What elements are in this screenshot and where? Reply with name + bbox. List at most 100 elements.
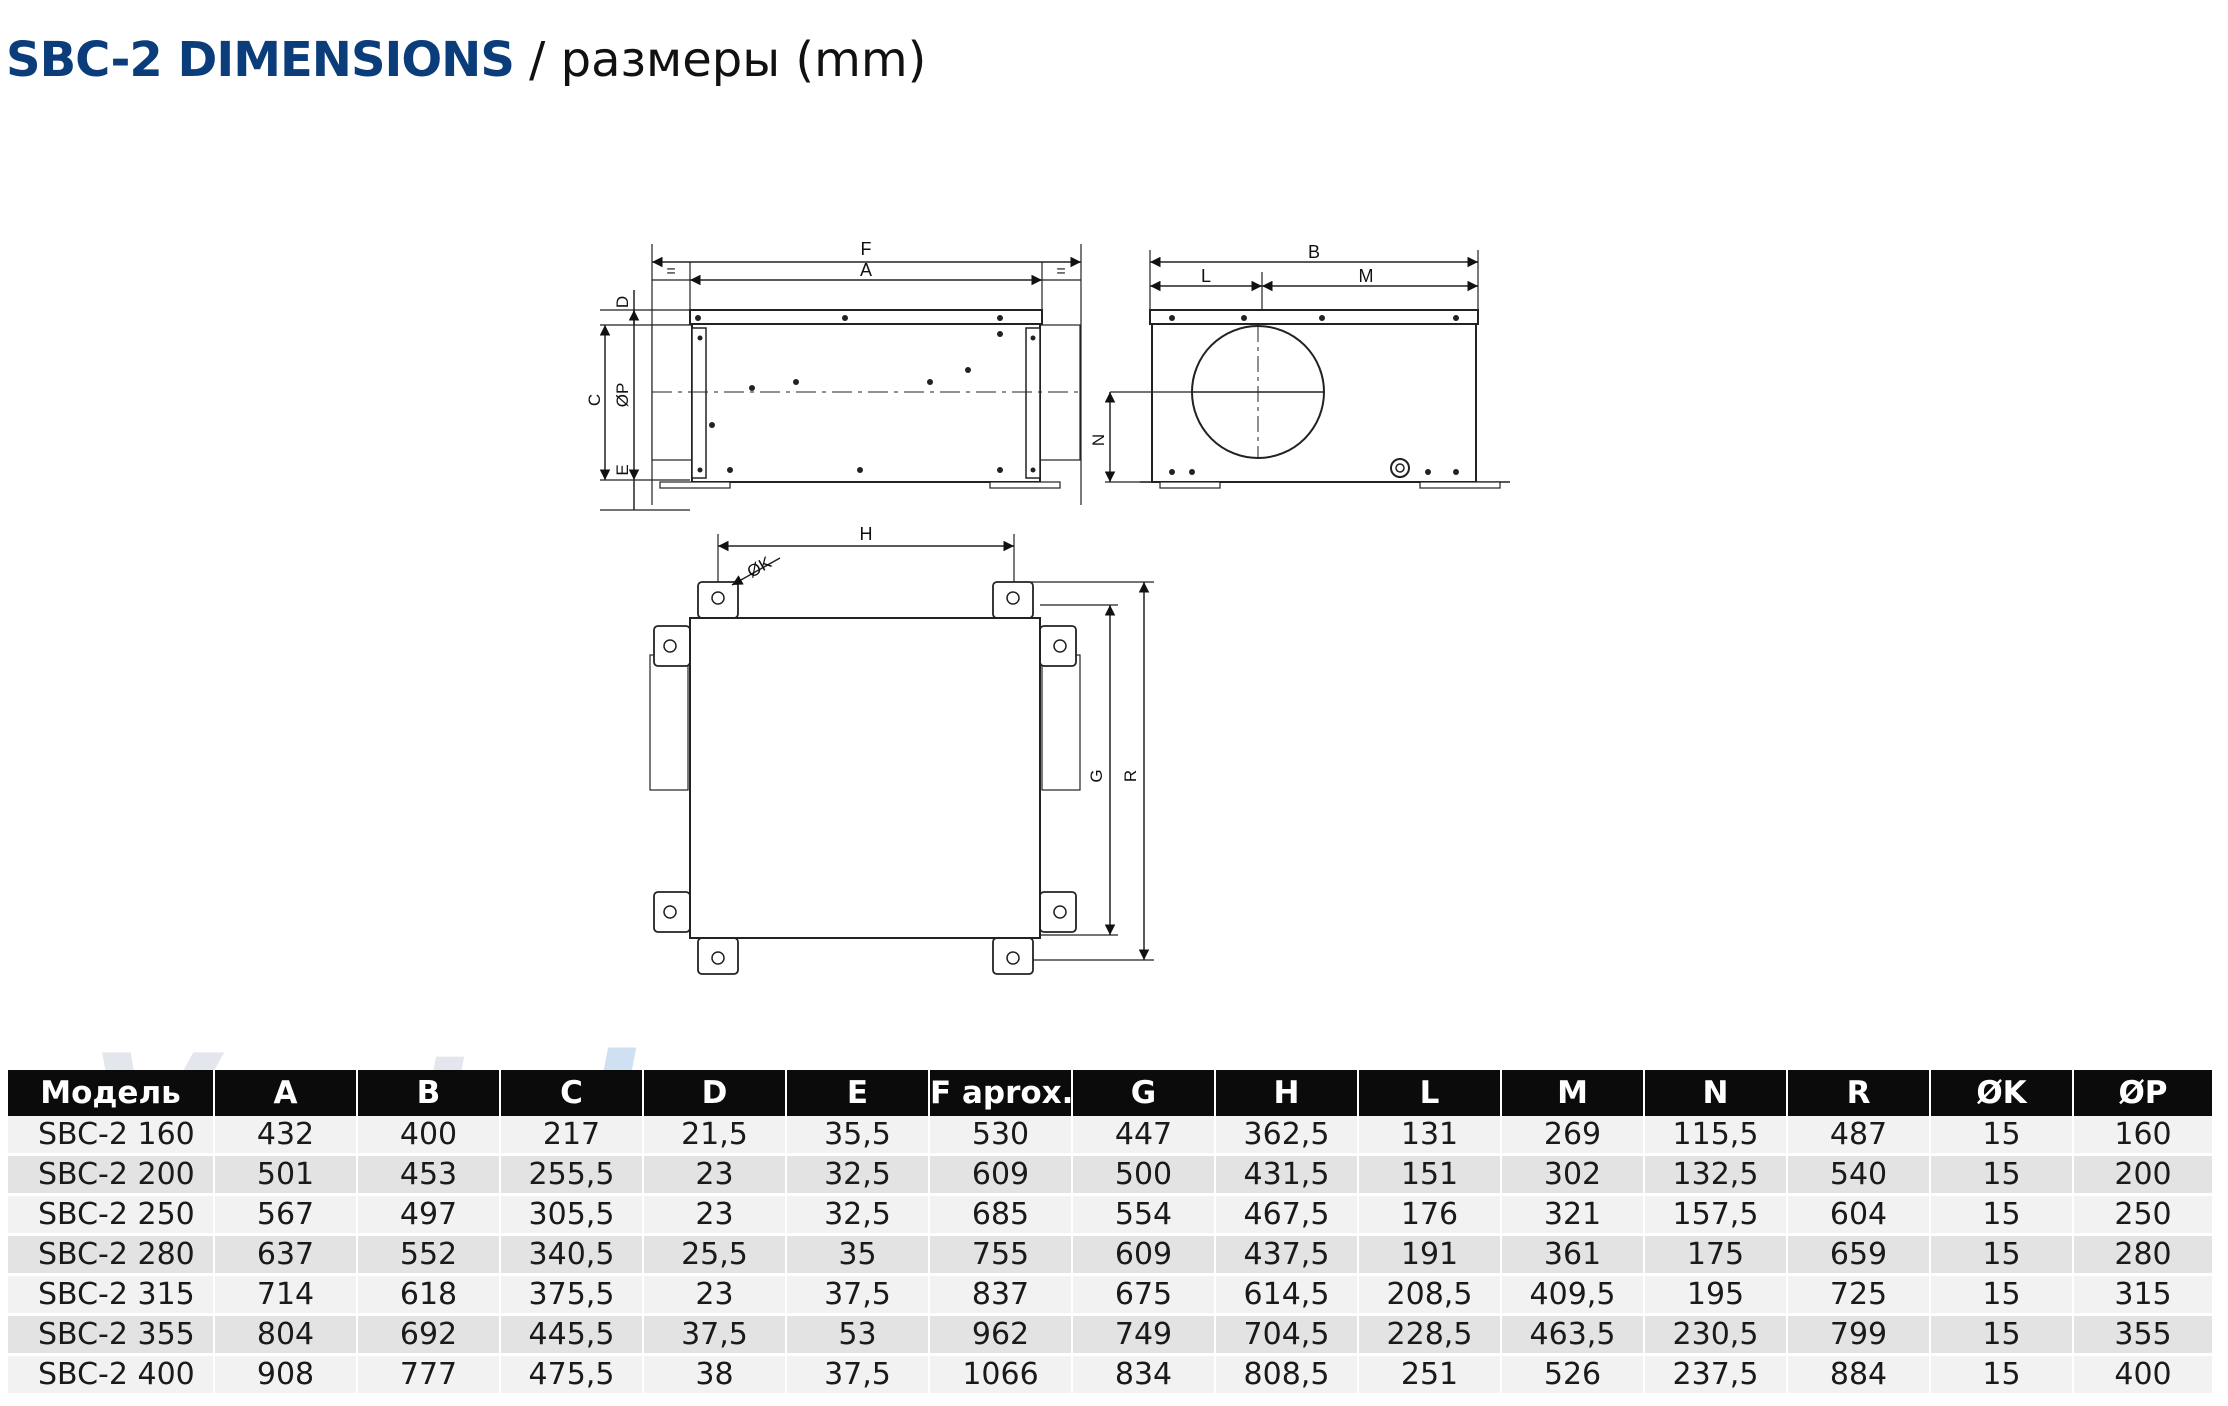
label-l: L [1201, 266, 1211, 286]
table-cell: 884 [1787, 1354, 1931, 1396]
table-cell: 191 [1358, 1234, 1502, 1276]
table-cell: 53 [786, 1314, 930, 1356]
table-cell: 208,5 [1358, 1274, 1502, 1316]
top-view-drawing [649, 534, 1154, 975]
table-cell: 132,5 [1644, 1154, 1788, 1196]
table-cell-model: SBC-2 250 [8, 1194, 215, 1236]
table-cell-model: SBC-2 160 [8, 1116, 215, 1156]
label-r: R [1121, 770, 1140, 782]
header-model: Модель [8, 1070, 215, 1116]
label-op: ØP [613, 383, 632, 408]
table-cell: 837 [929, 1274, 1073, 1316]
table-cell: 609 [929, 1154, 1073, 1196]
table-cell-model: SBC-2 280 [8, 1234, 215, 1276]
table-cell: 552 [357, 1234, 501, 1276]
table-cell: 777 [357, 1354, 501, 1396]
table-cell: 302 [1501, 1154, 1645, 1196]
label-g: G [1087, 769, 1106, 782]
label-b: B [1308, 242, 1320, 262]
header-g: G [1072, 1070, 1216, 1116]
table-cell: 375,5 [500, 1274, 644, 1316]
table-cell: 355 [2073, 1314, 2212, 1356]
table-cell: 23 [643, 1274, 787, 1316]
table-cell: 340,5 [500, 1234, 644, 1276]
label-c: C [585, 394, 604, 406]
label-e: E [613, 464, 632, 475]
header-r: R [1787, 1070, 1931, 1116]
table-cell: 497 [357, 1194, 501, 1236]
table-cell-model: SBC-2 200 [8, 1154, 215, 1196]
table-cell: 38 [643, 1354, 787, 1396]
table-cell: 15 [1930, 1354, 2074, 1396]
table-cell: 432 [214, 1116, 358, 1156]
table-cell: 37,5 [786, 1354, 930, 1396]
table-cell: 131 [1358, 1116, 1502, 1156]
table-cell: 554 [1072, 1194, 1216, 1236]
header-a: A [214, 1070, 358, 1116]
header-l: L [1358, 1070, 1502, 1116]
header-b: B [357, 1070, 501, 1116]
header-e: E [786, 1070, 930, 1116]
table-cell: 15 [1930, 1116, 2074, 1156]
table-cell: 749 [1072, 1314, 1216, 1356]
table-cell: 487 [1787, 1116, 1931, 1156]
table-cell: 431,5 [1215, 1154, 1359, 1196]
header-h: H [1215, 1070, 1359, 1116]
label-d: D [613, 296, 632, 308]
table-cell: 228,5 [1358, 1314, 1502, 1356]
table-cell: 217 [500, 1116, 644, 1156]
table-cell: 447 [1072, 1116, 1216, 1156]
table-cell: 32,5 [786, 1194, 930, 1236]
table-cell: 409,5 [1501, 1274, 1645, 1316]
label-a: A [860, 260, 872, 280]
label-eq-right: = [1056, 263, 1065, 280]
header-d: D [643, 1070, 787, 1116]
header-n: N [1644, 1070, 1788, 1116]
table-cell: 714 [214, 1274, 358, 1316]
table-cell: 808,5 [1215, 1354, 1359, 1396]
table-cell: 685 [929, 1194, 1073, 1236]
table-cell: 962 [929, 1314, 1073, 1356]
front-view-labels: F A = = D C ØP E [585, 239, 1066, 476]
table-cell: 175 [1644, 1234, 1788, 1276]
table-cell: 269 [1501, 1116, 1645, 1156]
table-cell: 361 [1501, 1234, 1645, 1276]
table-cell: 176 [1358, 1194, 1502, 1236]
table-cell: 157,5 [1644, 1194, 1788, 1236]
table-cell: 15 [1930, 1154, 2074, 1196]
page-title-main: SBC-2 DIMENSIONS [6, 32, 515, 88]
table-cell: 37,5 [643, 1314, 787, 1356]
table-cell: 37,5 [786, 1274, 930, 1316]
table-cell-model: SBC-2 315 [8, 1274, 215, 1316]
header-ok: ØK [1930, 1070, 2074, 1116]
table-cell: 609 [1072, 1234, 1216, 1276]
table-cell: 251 [1358, 1354, 1502, 1396]
table-cell: 463,5 [1501, 1314, 1645, 1356]
label-ok: ØK [744, 553, 775, 582]
table-cell: 804 [214, 1314, 358, 1356]
table-cell: 195 [1644, 1274, 1788, 1316]
front-view-drawing [599, 244, 1082, 511]
table-cell: 23 [643, 1154, 787, 1196]
page-title: SBC-2 DIMENSIONS / размеры (mm) [6, 30, 926, 91]
technical-drawings: F A = = D C ØP E B L M [585, 239, 1510, 975]
table-cell: 526 [1501, 1354, 1645, 1396]
table-cell: 21,5 [643, 1116, 787, 1156]
header-m: M [1501, 1070, 1645, 1116]
table-cell: 15 [1930, 1194, 2074, 1236]
table-cell: 675 [1072, 1274, 1216, 1316]
table-cell: 23 [643, 1194, 787, 1236]
table-cell: 799 [1787, 1314, 1931, 1356]
table-cell: 467,5 [1215, 1194, 1359, 1236]
table-cell: 540 [1787, 1154, 1931, 1196]
table-cell: 445,5 [500, 1314, 644, 1356]
table-cell: 305,5 [500, 1194, 644, 1236]
table-cell: 321 [1501, 1194, 1645, 1236]
header-op: ØP [2073, 1070, 2212, 1116]
